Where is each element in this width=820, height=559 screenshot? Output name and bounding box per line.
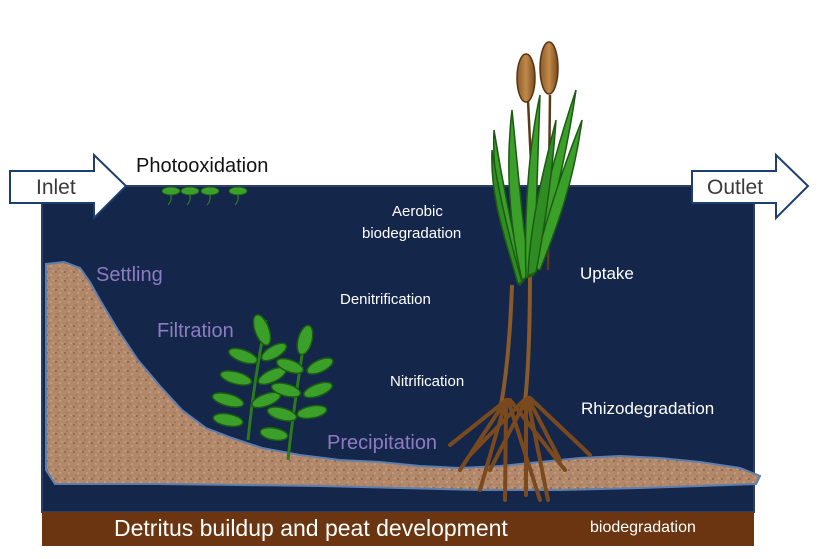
photooxidation-label: Photooxidation	[136, 155, 269, 177]
cattail-plant-icon	[448, 41, 592, 502]
outlet-label: Outlet	[707, 176, 764, 199]
denitrification-label: Denitrification	[340, 291, 431, 308]
precipitation-label: Precipitation	[327, 432, 438, 454]
biodegradation-bar-label: biodegradation	[590, 519, 696, 536]
uptake-label: Uptake	[580, 264, 634, 283]
inlet-label: Inlet	[36, 176, 76, 199]
filtration-label: Filtration	[157, 320, 234, 342]
detritus-label: Detritus buildup and peat development	[114, 515, 508, 541]
floating-plants-icon	[161, 186, 248, 206]
outlet-arrow[interactable]	[691, 152, 810, 221]
inlet-arrow[interactable]	[9, 152, 128, 221]
submerged-plant-icon	[211, 314, 334, 461]
aerobic-label-line2: biodegradation	[362, 225, 462, 242]
nitrification-label: Nitrification	[390, 373, 465, 390]
aerobic-label-line1: Aerobic	[392, 203, 443, 220]
settling-label: Settling	[96, 264, 163, 286]
peat-bar	[42, 512, 754, 546]
rhizodegradation-label: Rhizodegradation	[581, 399, 715, 418]
